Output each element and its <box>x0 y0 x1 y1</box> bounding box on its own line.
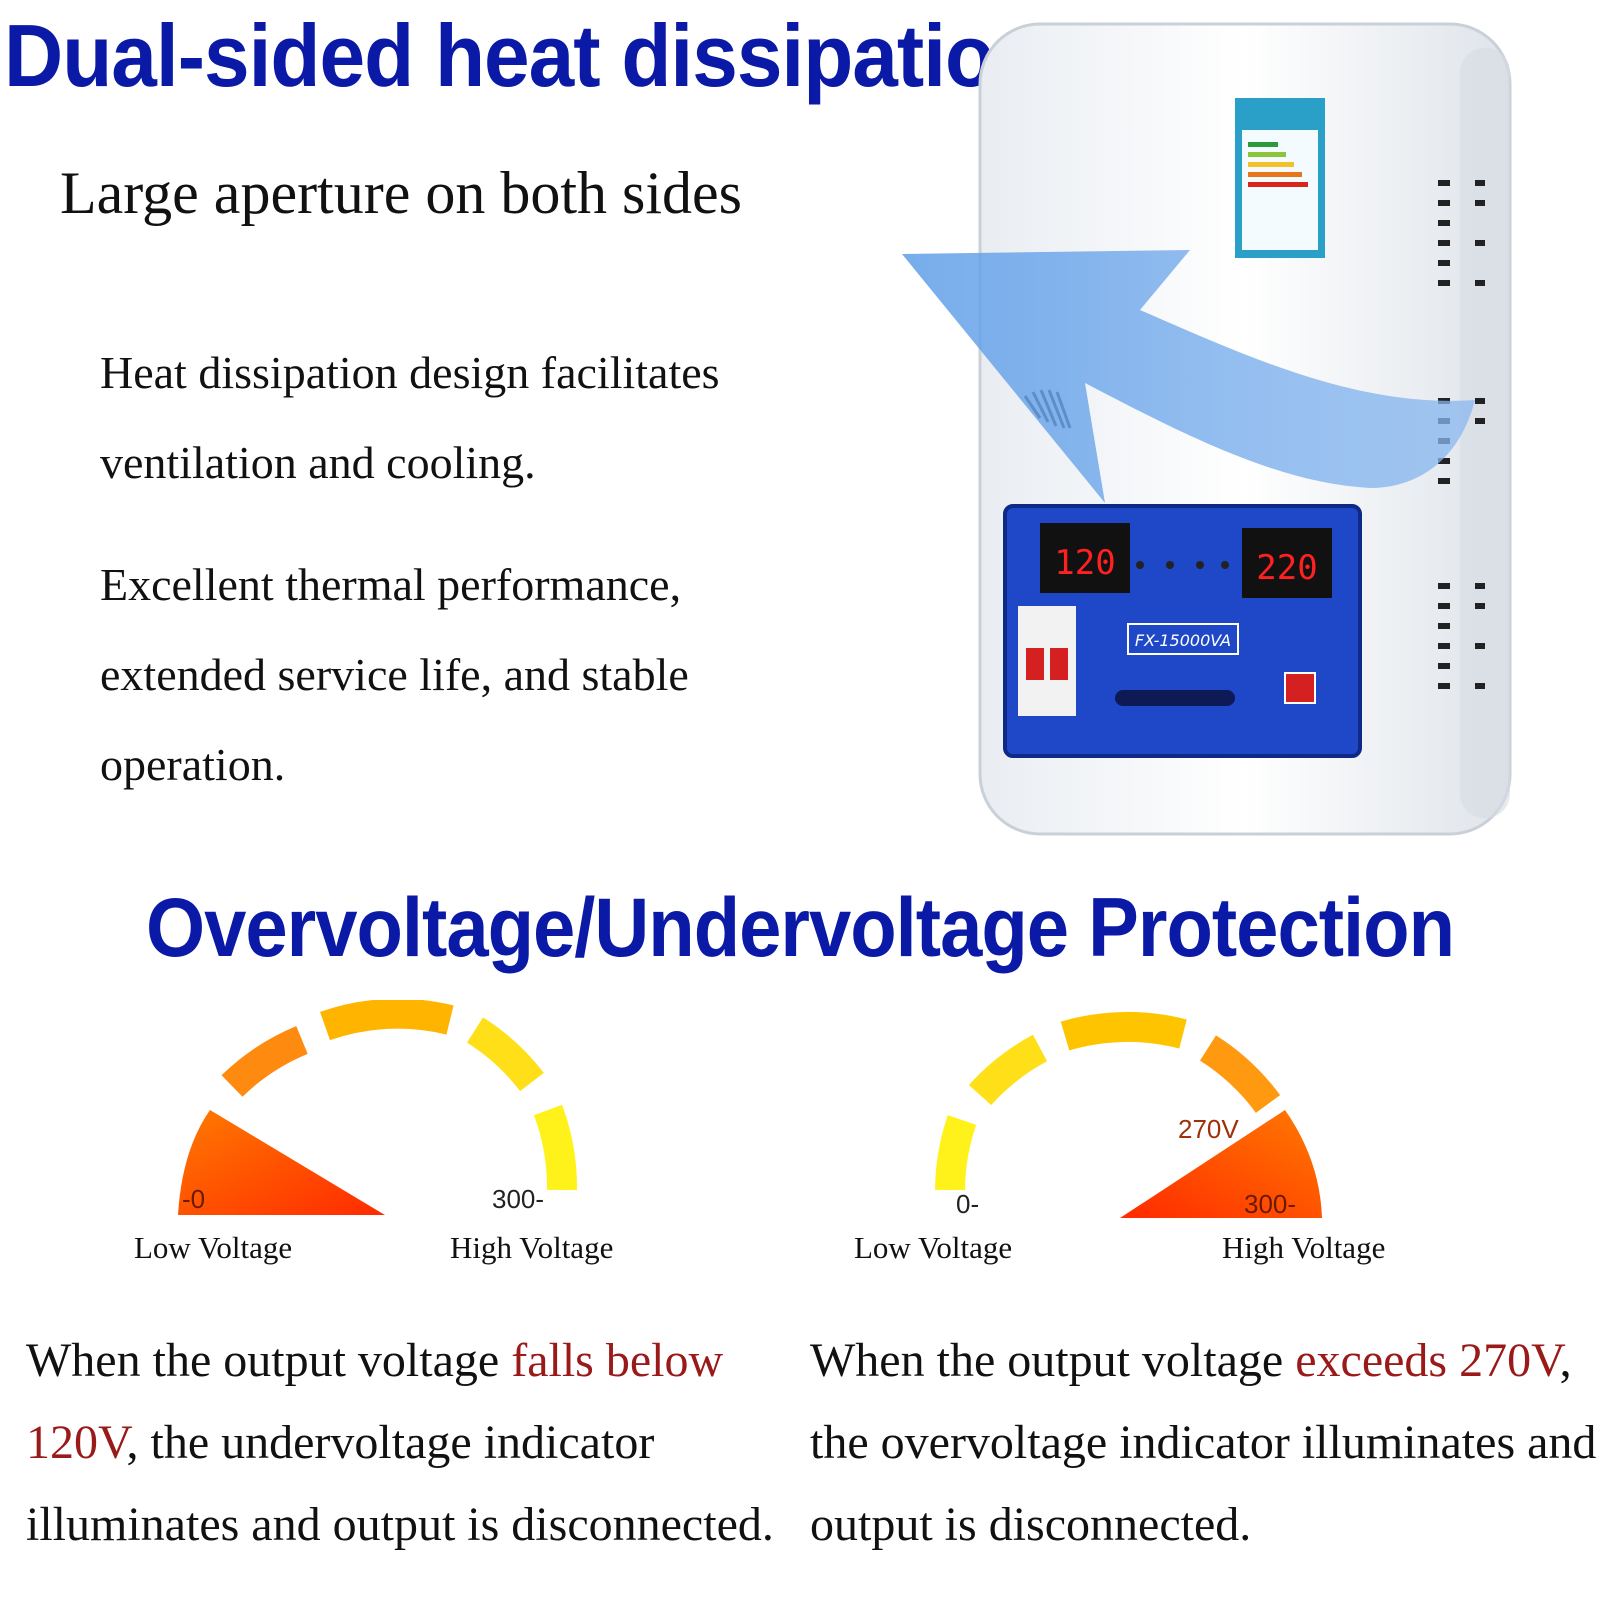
protection-title: Overvoltage/Undervoltage Protection <box>146 881 1455 975</box>
gauge-max-tick: 300- <box>492 1184 544 1214</box>
caption-text: the overvoltage indicator illuminates an… <box>810 1416 1597 1469</box>
gauge-segment <box>533 1104 577 1191</box>
overvoltage-gauge: 270V 0- 300- Low Voltage High Voltage <box>854 1011 1385 1265</box>
heat-dissipation-title: Dual-sided heat dissipation <box>4 7 1044 106</box>
gauge-segment <box>320 1000 454 1041</box>
gauge-segment <box>466 1017 544 1092</box>
gauge-segment <box>1060 1011 1187 1051</box>
display-left-value: 120 <box>1054 543 1115 583</box>
para-line: operation. <box>100 739 286 790</box>
para-line: Heat dissipation design facilitates <box>100 347 720 398</box>
display-right-value: 220 <box>1256 548 1317 588</box>
caption-text: , the undervoltage indicator <box>126 1416 655 1469</box>
model-label: FX-15000VA <box>1135 631 1231 650</box>
gauge-min-tick: 0- <box>956 1189 979 1219</box>
control-panel: 120 220 FX-15000VA <box>1003 504 1362 758</box>
caption-text: illuminates and output is disconnected. <box>26 1498 774 1551</box>
heat-design-paragraph: Heat dissipation design facilitates vent… <box>100 328 890 508</box>
gauge-segment <box>1199 1035 1281 1114</box>
caption-line: output is disconnected. <box>810 1484 1595 1566</box>
gauge-segment <box>935 1115 977 1191</box>
voltage-stabilizer-image: 120 220 FX-15000VA <box>902 22 1512 836</box>
caption-highlight: falls below <box>511 1334 724 1387</box>
caption-line: 120V, the undervoltage indicator <box>26 1402 786 1484</box>
caption-highlight: 120V <box>26 1416 127 1469</box>
low-voltage-label: Low Voltage <box>134 1230 292 1265</box>
gauge-segment <box>221 1026 309 1097</box>
undervoltage-caption: When the output voltage falls below 120V… <box>26 1320 786 1566</box>
caption-line: When the output voltage exceeds 270V, <box>810 1320 1595 1402</box>
high-voltage-label: High Voltage <box>1222 1230 1385 1265</box>
caption-text: When the output voltage <box>810 1334 1296 1387</box>
airflow-arrow-icon <box>902 250 1475 503</box>
caption-text: output is disconnected. <box>810 1498 1252 1551</box>
para-line: Excellent thermal performance, <box>100 559 682 610</box>
overvoltage-caption: When the output voltage exceeds 270V, th… <box>810 1320 1597 1566</box>
high-voltage-label: High Voltage <box>450 1230 613 1265</box>
para-line: ventilation and cooling. <box>100 437 536 488</box>
high-voltage-wedge-icon <box>1120 1110 1322 1218</box>
caption-line: When the output voltage falls below <box>26 1320 786 1402</box>
caption-highlight: exceeds 270V <box>1295 1334 1560 1387</box>
undervoltage-gauge: -0 300- Low Voltage High Voltage <box>134 1000 613 1265</box>
energy-label-icon <box>1235 98 1325 258</box>
low-voltage-label: Low Voltage <box>854 1230 1012 1265</box>
large-aperture-subtitle: Large aperture on both sides <box>60 160 743 226</box>
gauge-segment <box>968 1034 1048 1106</box>
caption-text: When the output voltage <box>26 1334 512 1387</box>
gauge-max-tick: 300- <box>1244 1189 1296 1219</box>
thermal-performance-paragraph: Excellent thermal performance, extended … <box>100 540 890 810</box>
gauge-threshold-tick: 270V <box>1178 1114 1239 1144</box>
low-voltage-wedge-icon <box>178 1110 385 1215</box>
gauge-min-tick: -0 <box>182 1184 205 1214</box>
caption-text: , <box>1559 1334 1572 1387</box>
caption-line: the overvoltage indicator illuminates an… <box>810 1402 1597 1484</box>
caption-line: illuminates and output is disconnected. <box>26 1484 786 1566</box>
para-line: extended service life, and stable <box>100 649 689 700</box>
